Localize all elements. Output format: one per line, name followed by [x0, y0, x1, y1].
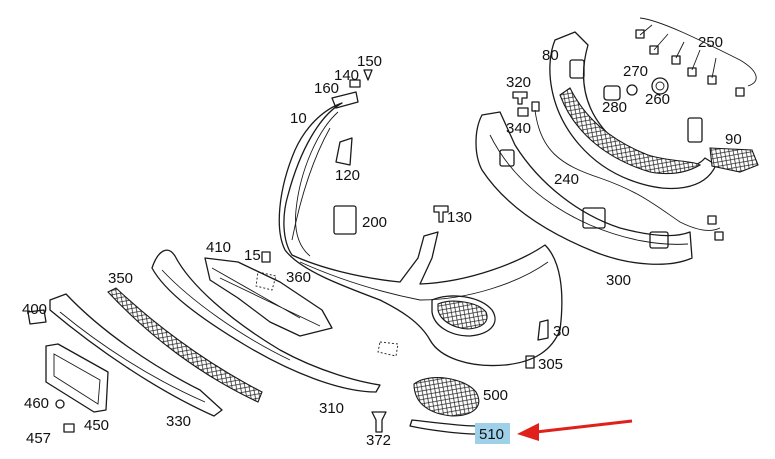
- callout-310: 310: [319, 400, 344, 417]
- sensor-ring-part-270: [626, 84, 638, 96]
- fog-grille-part-500: [413, 377, 480, 417]
- lower-grille-part-350: [107, 287, 263, 403]
- callout-510: 510: [479, 426, 504, 443]
- callout-320: 320: [506, 74, 531, 91]
- callout-250: 250: [698, 34, 723, 51]
- callout-305: 305: [538, 356, 563, 373]
- callout-457: 457: [26, 430, 51, 447]
- callout-highlight-box: [475, 423, 510, 444]
- callout-150: 150: [357, 53, 382, 70]
- callout-160: 160: [314, 80, 339, 97]
- bracket-part-305: [525, 355, 535, 369]
- callout-260: 260: [645, 91, 670, 108]
- bracket-part-160: [331, 91, 359, 109]
- chrome-strip-part-510: [409, 419, 477, 435]
- callout-450: 450: [84, 417, 109, 434]
- impact-absorber-part-300: [475, 111, 693, 265]
- callout-10: 10: [290, 110, 307, 127]
- clip-part-130: [433, 205, 449, 223]
- callout-500: 500: [483, 387, 508, 404]
- bumper-cover-part-10: [278, 102, 563, 367]
- bracket-part-400: [27, 309, 47, 325]
- screw-part-372: [371, 411, 387, 433]
- callout-280: 280: [602, 99, 627, 116]
- highlight-arrow: [517, 419, 633, 441]
- clip-part-457: [63, 423, 75, 433]
- callout-460: 460: [24, 395, 49, 412]
- screw-part-150: [363, 69, 373, 81]
- callout-200: 200: [362, 214, 387, 231]
- side-grille-part-90: [709, 147, 759, 173]
- sensor-holder-part-280: [603, 85, 621, 101]
- spoiler-lip-part-330: [49, 293, 223, 417]
- callout-30: 30: [553, 323, 570, 340]
- wiring-harness-part-250: [635, 17, 757, 97]
- clip-part-340: [517, 107, 529, 117]
- callout-410: 410: [206, 239, 231, 256]
- parking-sensor-part-260: [651, 77, 669, 95]
- callout-80: 80: [542, 47, 559, 64]
- wiring-harness-part-240: [531, 101, 724, 241]
- underbody-panel-part-410: [204, 257, 333, 337]
- callout-330: 330: [166, 413, 191, 430]
- callout-270: 270: [623, 63, 648, 80]
- screw-part-460: [55, 399, 65, 409]
- callout-372: 372: [366, 432, 391, 449]
- clip-part-140: [349, 79, 361, 88]
- callout-240: 240: [554, 171, 579, 188]
- clip-part-320: [512, 91, 528, 105]
- callout-90: 90: [725, 131, 742, 148]
- callout-130: 130: [447, 209, 472, 226]
- callout-140: 140: [334, 67, 359, 84]
- callout-360: 360: [286, 269, 311, 286]
- module-part-200: [333, 205, 357, 235]
- callout-340: 340: [506, 120, 531, 137]
- license-plate-bracket-part-450: [45, 343, 109, 413]
- grille-frame-part-80: [549, 31, 717, 190]
- callout-300: 300: [606, 272, 631, 289]
- clip-part-15: [261, 251, 271, 263]
- callout-400: 400: [22, 301, 47, 318]
- lower-trim-part-310: [151, 249, 381, 393]
- bracket-part-30: [537, 319, 549, 341]
- shield-part-360: [255, 271, 399, 357]
- callout-120: 120: [335, 167, 360, 184]
- callout-15: 15: [244, 247, 261, 264]
- callout-350: 350: [108, 270, 133, 287]
- bracket-part-120: [335, 137, 353, 166]
